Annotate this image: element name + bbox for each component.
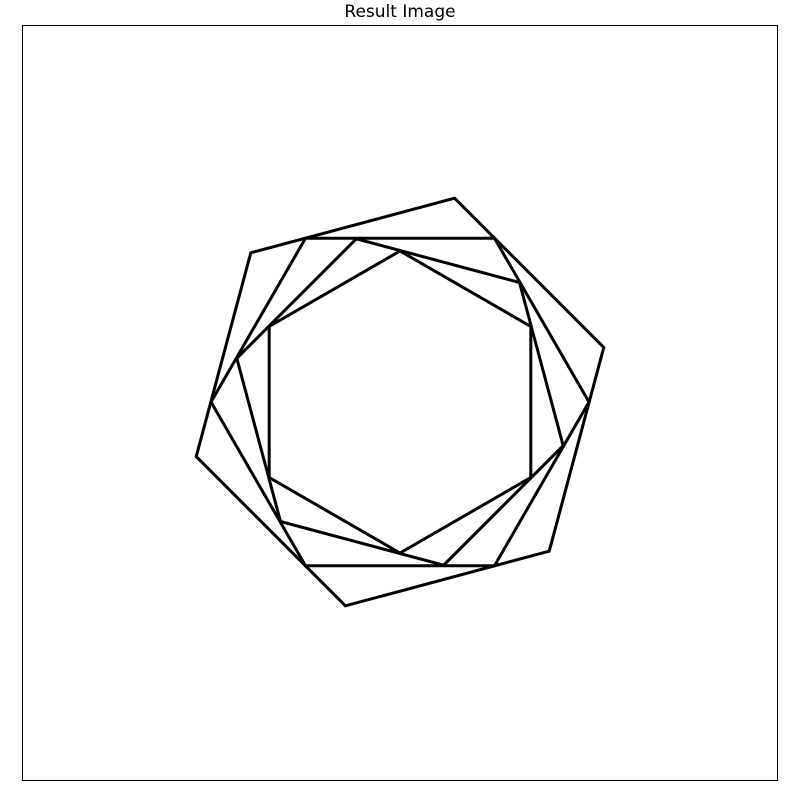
hexagon-drawing (194, 196, 606, 608)
hexagon-3 (235, 237, 565, 567)
hexagon-4 (267, 249, 533, 555)
hexagon-1 (194, 196, 606, 608)
figure-title: Result Image (344, 2, 456, 22)
image-frame (22, 25, 778, 781)
hexagon-2 (209, 236, 591, 568)
